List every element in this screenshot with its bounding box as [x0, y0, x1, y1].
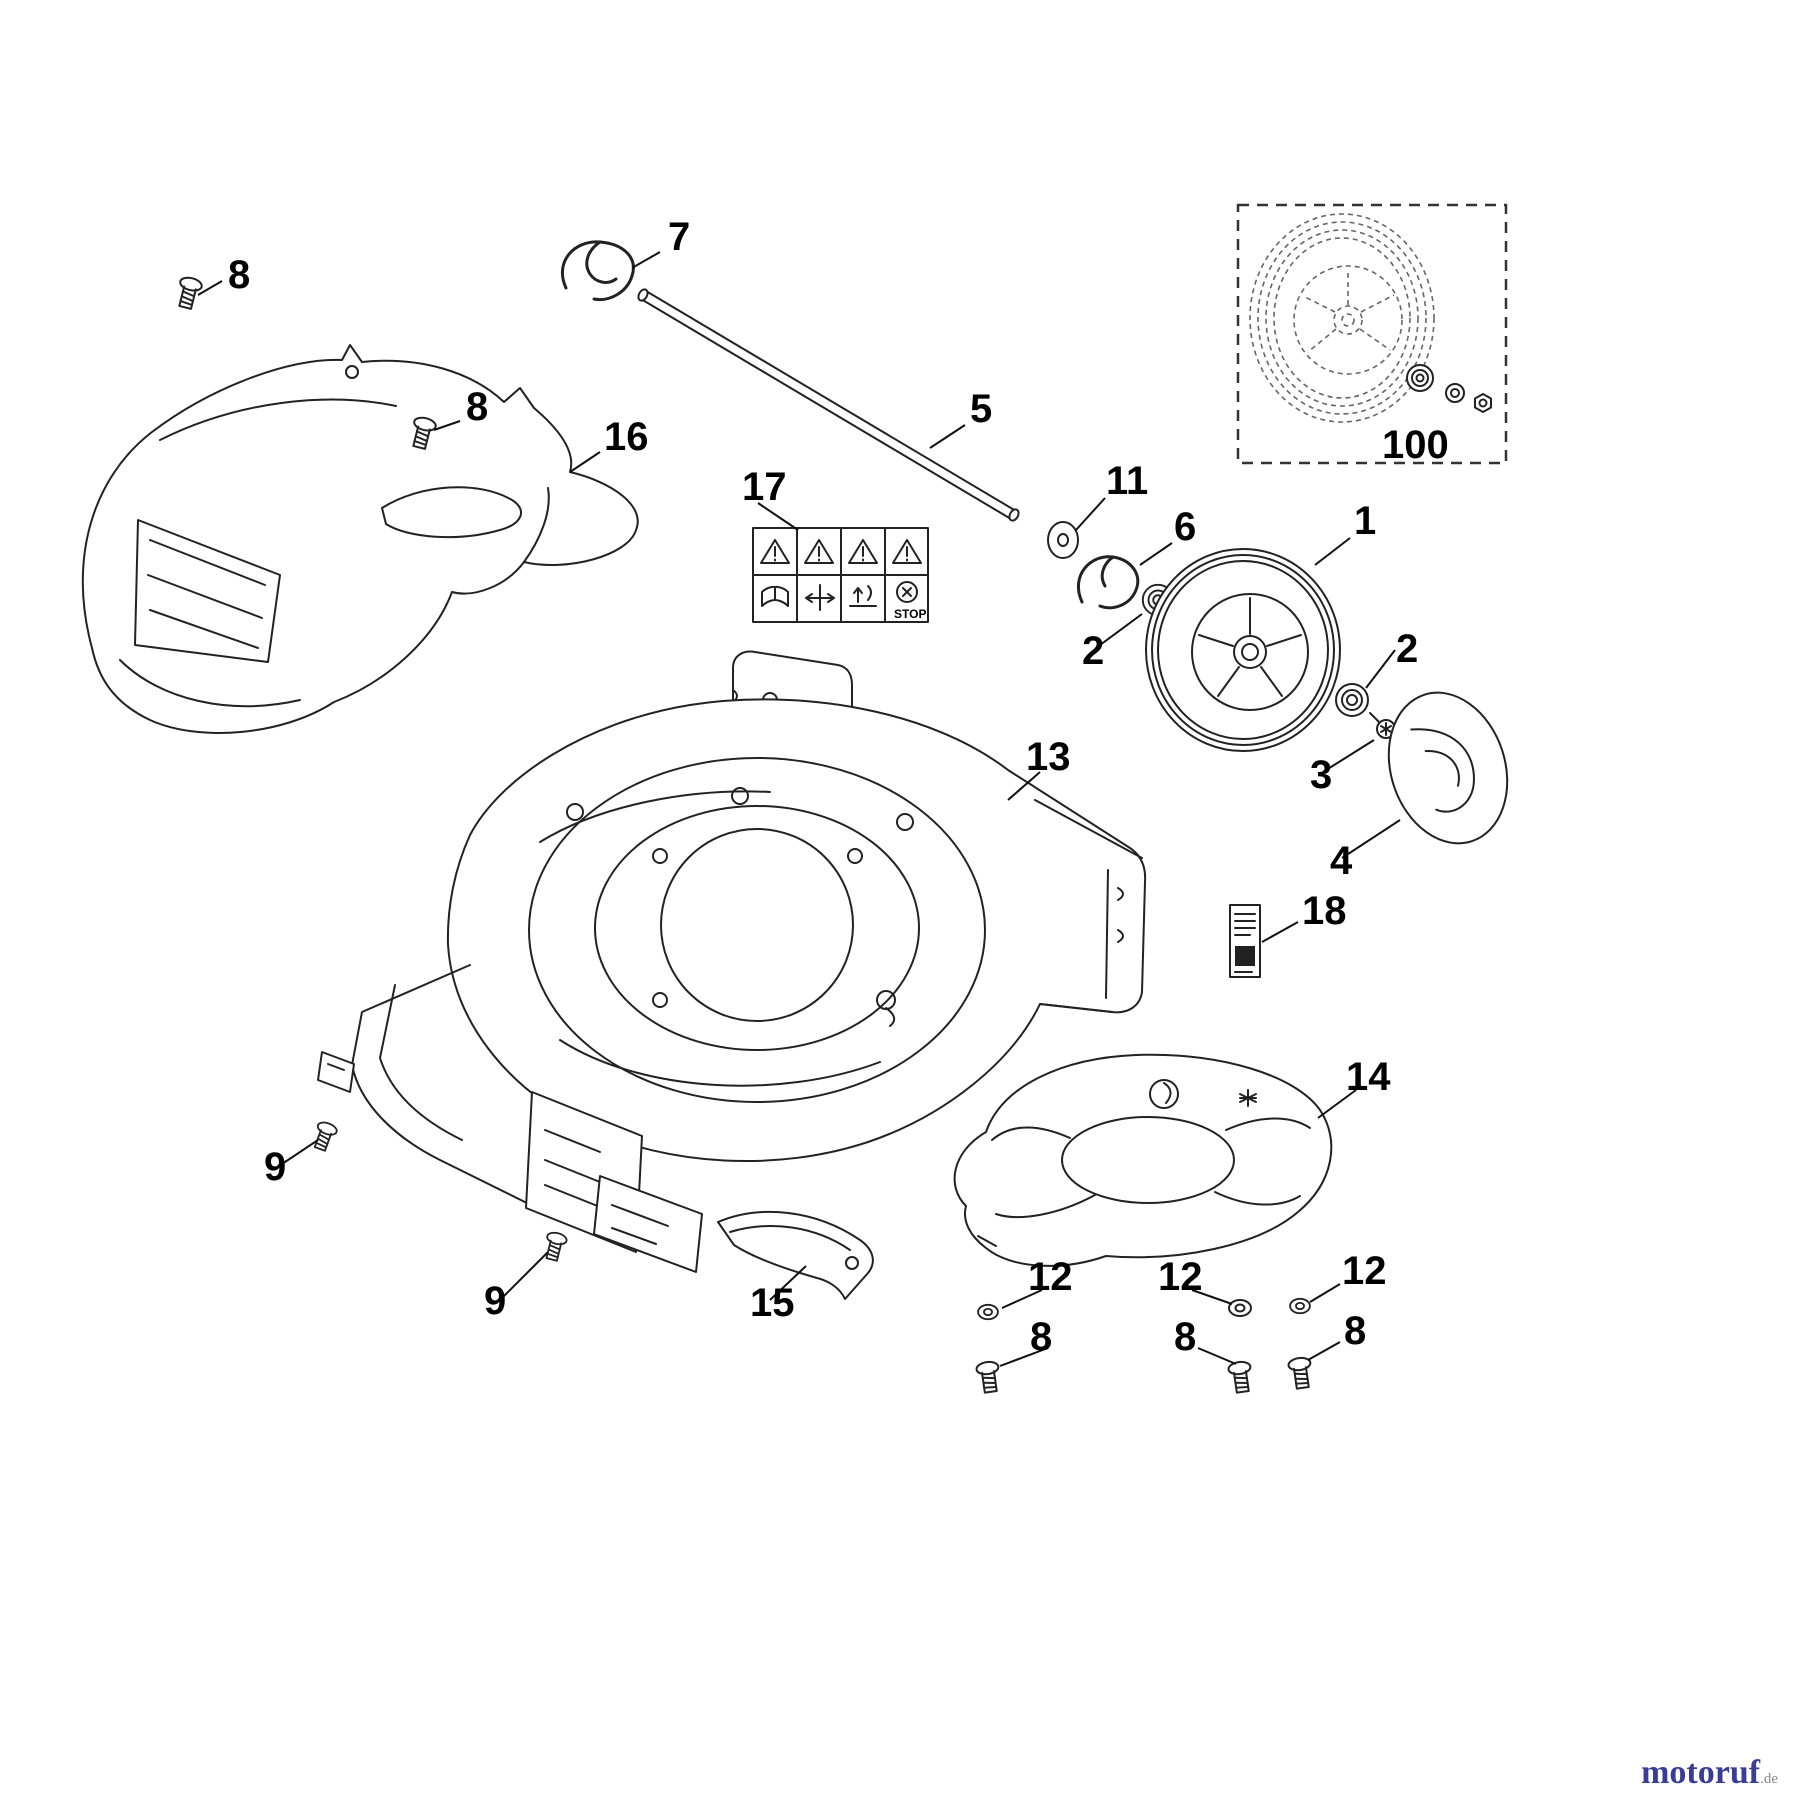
- watermark-brand: motoruf: [1641, 1754, 1761, 1791]
- part-11-washer: [1047, 521, 1079, 559]
- stop-icon: STOP: [894, 581, 926, 621]
- part-label-7: 7: [668, 215, 690, 259]
- part-7-clip: [560, 240, 635, 302]
- part-label-12: 12: [1028, 1255, 1073, 1299]
- part-label-8: 8: [1174, 1315, 1196, 1359]
- part-label-8: 8: [1344, 1309, 1366, 1353]
- part-label-12: 12: [1342, 1249, 1387, 1293]
- part-label-1: 1: [1354, 499, 1376, 543]
- part-label-16: 16: [604, 415, 649, 459]
- kit-bearing: [1406, 364, 1434, 392]
- part-8-screw-bottom-left: [974, 1359, 1003, 1395]
- part-14-cover: [953, 1053, 1333, 1267]
- part-number-labels: 8 7 8 16 5 17 11 100 6 1 2 2 3 4 13 18 1…: [228, 215, 1449, 1359]
- part-label-2: 2: [1082, 629, 1104, 673]
- part-9-screw-left: [309, 1119, 340, 1154]
- watermark-suffix: .de: [1760, 1771, 1778, 1787]
- part-label-9: 9: [264, 1145, 286, 1189]
- part-8-screw-bottom-center: [1226, 1359, 1255, 1395]
- warning-triangle-icon: [848, 539, 878, 564]
- part-12-nut-center: [1228, 1299, 1252, 1317]
- part-label-12: 12: [1158, 1255, 1203, 1299]
- kit-dashed-box: [1236, 203, 1508, 465]
- warning-triangle-icon: [760, 539, 790, 564]
- part-9-screw-center: [541, 1229, 569, 1263]
- part-18-label: [1229, 904, 1261, 978]
- warning-triangle-icon: [804, 539, 834, 564]
- part-12-nut-left: [977, 1303, 999, 1321]
- part-label-13: 13: [1026, 735, 1071, 779]
- part-label-18: 18: [1302, 889, 1347, 933]
- part-1-wheel: [1145, 548, 1341, 752]
- part-label-8: 8: [1030, 1315, 1052, 1359]
- part-6-clip: [1076, 555, 1140, 610]
- part-label-4: 4: [1330, 839, 1353, 883]
- part-label-17: 17: [742, 465, 787, 509]
- part-16-hood: [81, 344, 639, 734]
- arrows-icon: [805, 584, 835, 611]
- stop-text: STOP: [894, 607, 926, 621]
- part-13-deck: [317, 650, 1147, 1273]
- part-4-hub-cap: [1387, 691, 1509, 845]
- part-5-rod: [637, 288, 1020, 522]
- part-label-100: 100: [1382, 423, 1449, 467]
- part-label-9: 9: [484, 1279, 506, 1323]
- part-8-screw-bottom-right: [1286, 1355, 1315, 1391]
- part-label-5: 5: [970, 387, 992, 431]
- part-label-8: 8: [466, 385, 488, 429]
- manual-icon: [761, 585, 789, 607]
- blade-lift-icon: [849, 585, 877, 607]
- leader-lines: [197, 251, 1401, 1367]
- part-label-11: 11: [1106, 459, 1148, 503]
- part-17-warning-label: STOP: [752, 527, 929, 623]
- warning-triangle-icon: [892, 539, 922, 564]
- part-label-2: 2: [1396, 627, 1418, 671]
- part-12-nut-right: [1289, 1297, 1311, 1315]
- part-15-baffle: [717, 1210, 874, 1300]
- watermark: motoruf.de: [1641, 1754, 1778, 1792]
- part-label-3: 3: [1310, 753, 1332, 797]
- part-8-screw-topleft: [173, 274, 205, 312]
- part-label-8: 8: [228, 253, 250, 297]
- part-label-15: 15: [750, 1281, 795, 1325]
- kit-washer: [1445, 383, 1465, 403]
- kit-wheel-ghost: [1249, 213, 1435, 423]
- part-label-6: 6: [1174, 505, 1196, 549]
- star-mark-icon: [1239, 1089, 1257, 1107]
- kit-nut: [1474, 393, 1492, 413]
- part-100-wheel-kit: [1236, 203, 1508, 465]
- part-2-bearing-right: [1335, 683, 1369, 717]
- part-label-14: 14: [1346, 1055, 1391, 1099]
